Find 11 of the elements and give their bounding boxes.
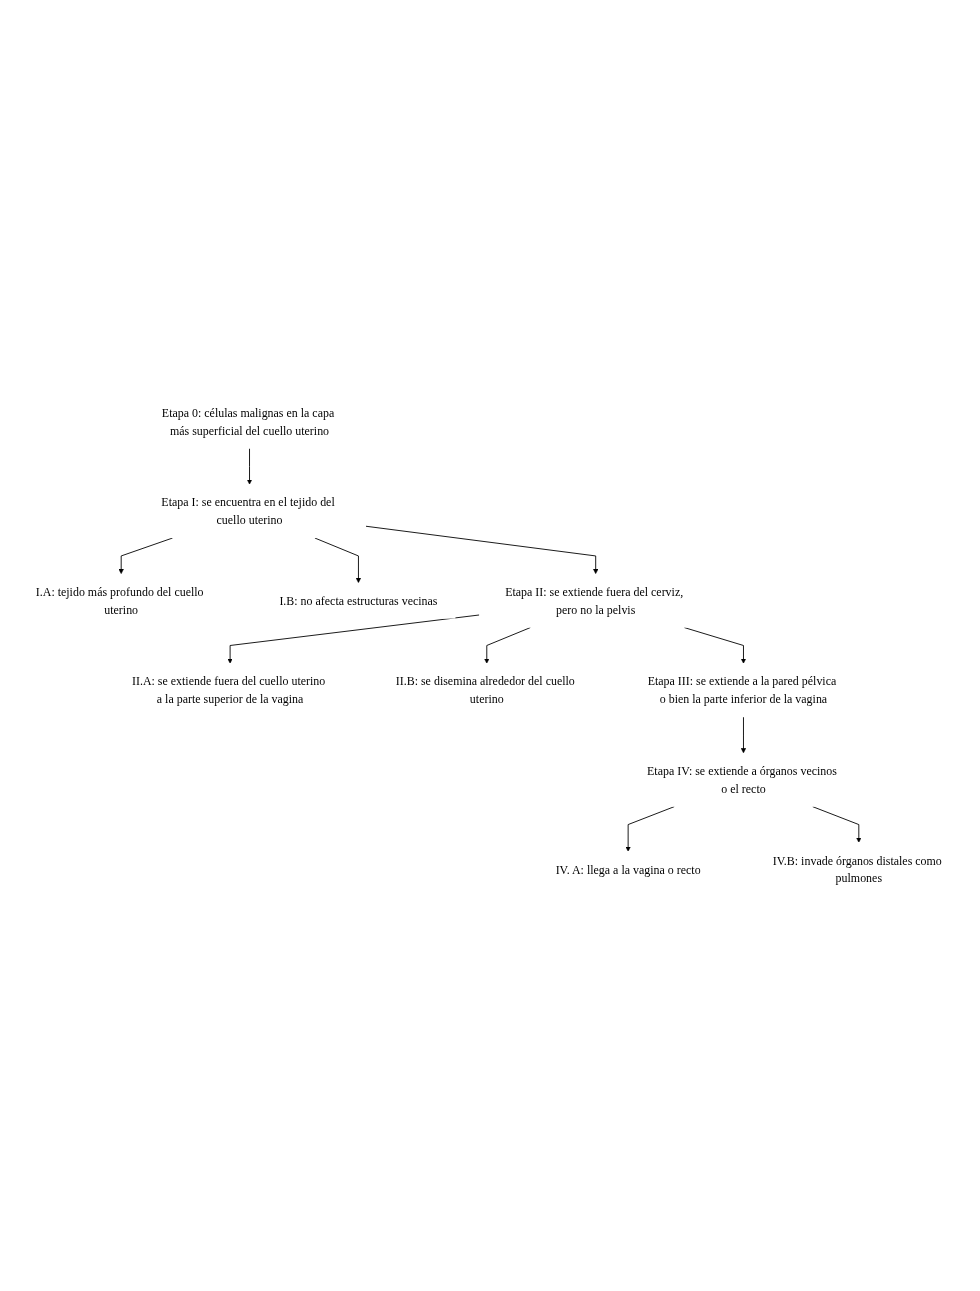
- node-text: I.A: tejido más profundo del cuello uterino: [35, 585, 204, 617]
- node-text: II.A: se extiende fuera del cuello uterino a la parte superior de la vagina: [131, 674, 326, 706]
- node-text: Etapa I: se encuentra en el tejido del cuello uterino: [161, 495, 335, 527]
- node-text: Etapa 0: células malignas en la capa más superficial del cuello uterino: [161, 406, 335, 438]
- node-text: IV. A: llega a la vagina o recto: [555, 862, 701, 876]
- node-text: II.B: se disemina alrededor del cuello uterino: [395, 674, 575, 706]
- node-text: Etapa IV: se extiende a órganos vecinos o el recto: [647, 764, 837, 796]
- node-text: Etapa II: se extiende fuera del cerviz, pero no la pelvis: [505, 585, 684, 617]
- node-text: IV.B: invade órganos distales como pulmones: [772, 853, 942, 885]
- node-text: I.B: no afecta estructuras vecinas: [279, 594, 438, 608]
- node-text: Etapa III: se extiende a la pared pélvica o bien la parte inferior de la vagina: [647, 674, 837, 706]
